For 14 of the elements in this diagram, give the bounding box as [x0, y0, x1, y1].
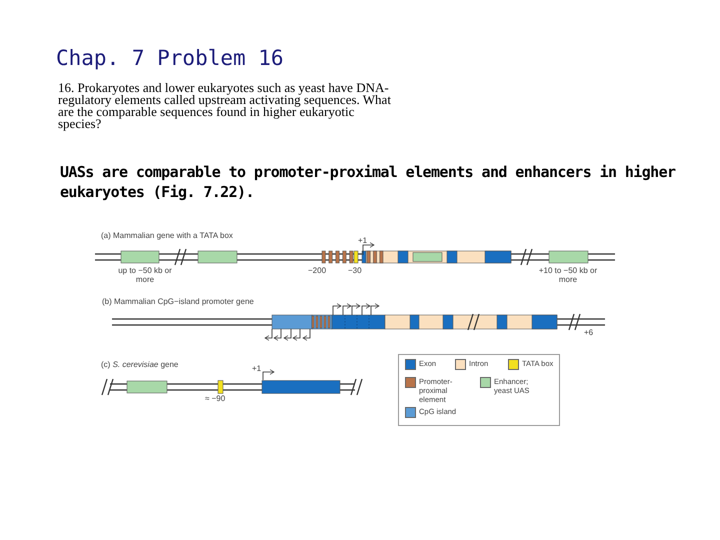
panel-caption: (b) Mammalian CpG−island promoter gene: [102, 297, 254, 306]
position-label: up to −50 kb or more: [117, 266, 173, 284]
position-label: +1: [358, 236, 368, 246]
position-label: +1: [252, 364, 262, 374]
position-label: −200: [308, 266, 326, 276]
position-label: ≈ −90: [205, 394, 226, 404]
position-label: +6: [584, 328, 594, 338]
answer-text: UASs are comparable to promoter-proximal elements and enhancers in higher eukaryotes (Fig. 7.22).: [60, 162, 676, 202]
position-label: −30: [348, 266, 362, 276]
slide-title: Chap. 7 Problem 16: [56, 46, 284, 70]
panel-caption: (c) S. cerevisiae gene: [101, 360, 178, 370]
position-label: +10 to −50 kb or more: [538, 266, 598, 284]
panel-caption: (a) Mammalian gene with a TATA box: [101, 231, 233, 240]
question-text: 16. Prokaryotes and lower eukaryotes such as yeast have DNA-regulatory elements called upstream activating sequences. What are the comparable sequences found in higher eukaryotic species?: [58, 82, 392, 130]
